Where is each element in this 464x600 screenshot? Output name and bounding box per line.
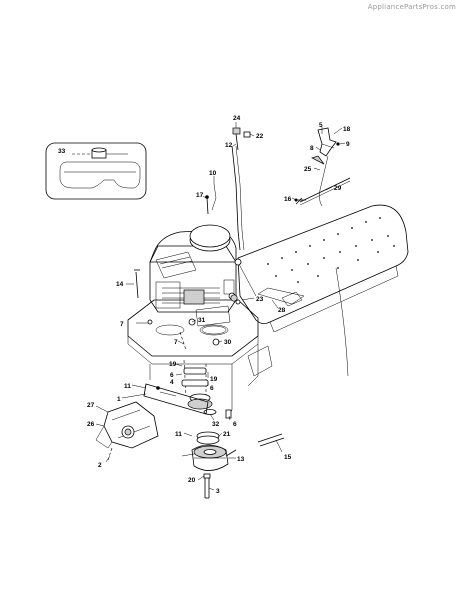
engine-mount-hardware (147, 318, 220, 351)
fuel-tank-inset (45, 142, 147, 200)
item-28-bracket (257, 287, 305, 305)
item-23-fitting (230, 294, 241, 305)
callout-6-far-right: 6 (233, 421, 237, 428)
callout-28: 28 (278, 307, 286, 314)
item-14-bolt (134, 269, 140, 299)
callout-19: 19 (169, 361, 177, 368)
callout-33: 33 (58, 148, 66, 155)
callout-26: 26 (87, 421, 95, 428)
frame-chassis (127, 204, 409, 419)
item-15-clip (257, 433, 285, 447)
engine-assembly (149, 127, 245, 335)
callout-13: 13 (237, 456, 245, 463)
callout-10: 10 (209, 170, 217, 177)
callout-23: 23 (256, 296, 264, 303)
callout-16: 16 (284, 196, 292, 203)
gearbox-housing (95, 401, 159, 461)
callout-20: 20 (188, 477, 196, 484)
callout-11-lower: 11 (175, 431, 182, 438)
callout-19-right: 19 (210, 376, 218, 383)
watermark-text: AppliancePartsPros.com (367, 3, 456, 11)
callout-6-right: 6 (210, 385, 214, 392)
callout-31: 31 (198, 317, 206, 324)
throttle-control (311, 127, 340, 207)
engine-bracket (143, 383, 209, 415)
item-29-rod (295, 177, 351, 206)
callout-2: 2 (98, 462, 102, 469)
callout-7: 7 (120, 321, 124, 328)
pto-pulley-stack (181, 359, 217, 415)
item-6-bolt (225, 409, 232, 419)
callout-6: 6 (170, 372, 174, 379)
callout-30: 30 (224, 339, 232, 346)
leader-lines (95, 122, 346, 491)
callout-9: 9 (346, 141, 350, 148)
callout-8: 8 (310, 145, 314, 152)
callout-17: 17 (196, 192, 204, 199)
callout-labels: 24 22 12 5 18 8 9 25 29 16 33 10 17 14 2… (58, 115, 351, 495)
callout-32: 32 (212, 421, 220, 428)
callout-3: 3 (216, 488, 220, 495)
callout-5: 5 (319, 122, 323, 129)
callout-18: 18 (343, 126, 351, 133)
callout-25: 25 (304, 166, 312, 173)
electric-clutch (181, 431, 237, 471)
callout-15: 15 (284, 454, 292, 461)
callout-1: 1 (117, 396, 121, 403)
callout-4: 4 (170, 379, 174, 386)
callout-22: 22 (256, 133, 264, 140)
item-17-clip (205, 183, 217, 215)
item-16-screw (294, 198, 306, 202)
clutch-bolt (203, 473, 211, 499)
callout-21: 21 (223, 431, 231, 438)
callout-12: 12 (225, 142, 233, 149)
callout-24: 24 (233, 115, 241, 122)
callout-29: 29 (334, 185, 342, 192)
callout-11: 11 (124, 383, 131, 390)
item-22-cap (243, 131, 251, 138)
callout-7-lower: 7 (174, 339, 178, 346)
callout-27: 27 (87, 402, 95, 409)
callout-14: 14 (116, 281, 124, 288)
